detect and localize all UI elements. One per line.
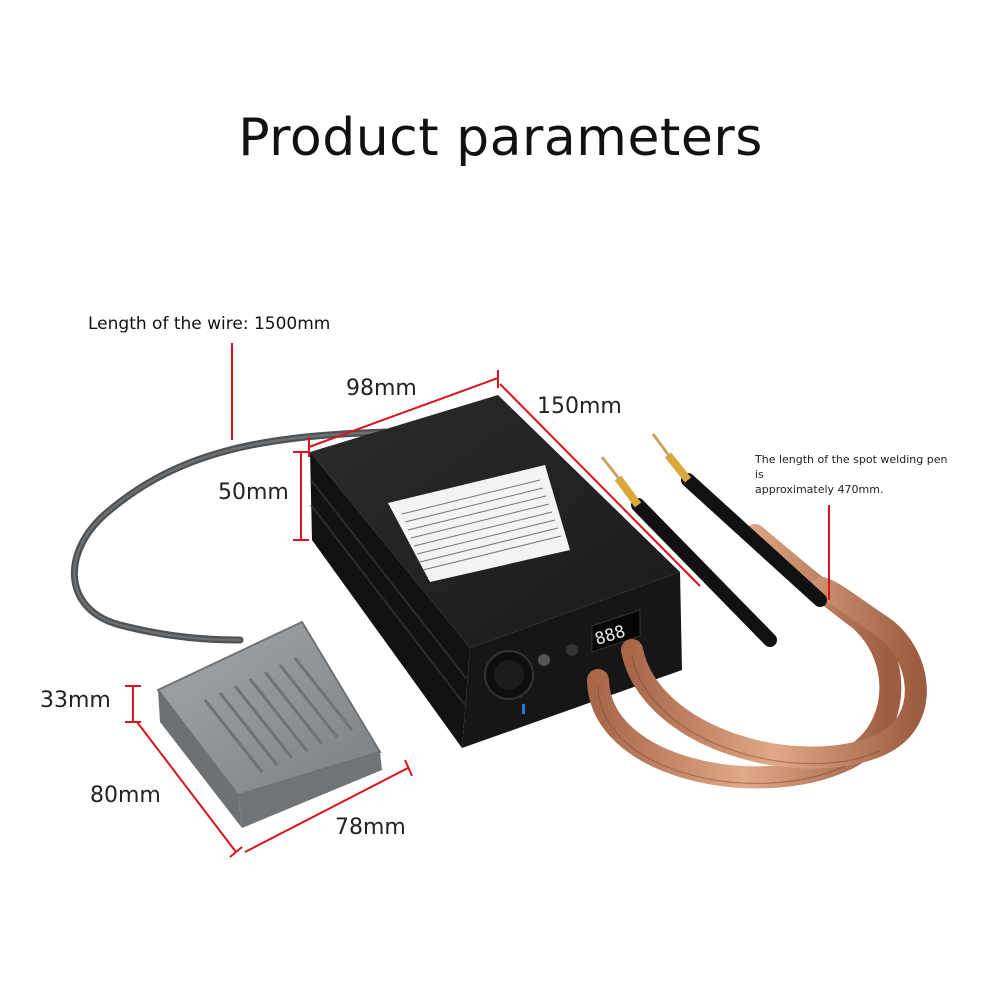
- foot-pedal-front: [238, 752, 382, 828]
- pedal-width-label: 78mm: [335, 815, 406, 840]
- foot-pedal-side: [158, 690, 242, 828]
- welding-pen-right: [681, 473, 827, 607]
- pedal-depth-label: 80mm: [90, 783, 161, 808]
- pedal-height-label: 33mm: [40, 688, 111, 713]
- device-side: [310, 452, 470, 748]
- foot-pedal-top: [156, 620, 382, 797]
- instruction-sticker: [388, 465, 570, 582]
- led-display: [591, 609, 641, 653]
- pen-length-line-2: approximately 470mm.: [755, 483, 884, 496]
- box-height-label: 50mm: [218, 480, 289, 505]
- dimension-lines: [125, 343, 830, 858]
- box-width-label: 98mm: [346, 376, 417, 401]
- box-length-label: 150mm: [537, 394, 622, 419]
- welding-pen-left: [631, 498, 777, 647]
- pen-length-note: The length of the spot welding pen is ap…: [755, 452, 955, 497]
- copper-cable-right: [621, 577, 927, 769]
- wire-length-label: Length of the wire: 1500mm: [88, 314, 331, 334]
- pen-length-line-1: The length of the spot welding pen is: [755, 453, 948, 481]
- page-title: Product parameters: [238, 108, 763, 168]
